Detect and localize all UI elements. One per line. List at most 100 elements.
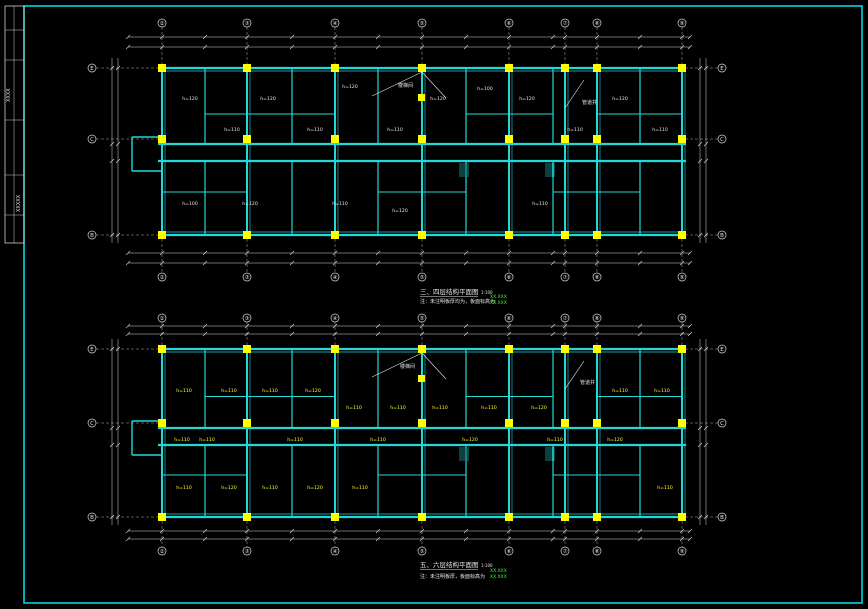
axis-label: ③ bbox=[245, 21, 250, 27]
axis-label: E bbox=[720, 347, 724, 353]
dimension-tick bbox=[419, 250, 425, 256]
column bbox=[561, 345, 569, 353]
axis-label: E bbox=[720, 66, 724, 72]
axis-bubble bbox=[677, 546, 687, 556]
axis-label: B bbox=[90, 515, 94, 521]
column bbox=[593, 513, 601, 521]
dimension-tick bbox=[637, 250, 643, 256]
column bbox=[418, 345, 426, 353]
dimension-tick bbox=[463, 34, 469, 40]
axis-label: C bbox=[720, 421, 724, 427]
column bbox=[418, 375, 425, 382]
dimension-tick bbox=[202, 528, 208, 534]
dimension-tick bbox=[687, 250, 693, 256]
axis-bubble bbox=[592, 313, 602, 323]
axis-label: ④ bbox=[333, 21, 338, 27]
dimension-tick bbox=[125, 250, 131, 256]
dimension-tick bbox=[550, 323, 556, 329]
dimension-tick bbox=[594, 323, 600, 329]
dimension-tick bbox=[375, 44, 381, 50]
stair-and-shaft-bottom: 楼梯间 管道井 bbox=[371, 352, 595, 461]
column bbox=[561, 513, 569, 521]
axis-bubble bbox=[242, 546, 252, 556]
axis-label: B bbox=[90, 233, 94, 239]
slab-thickness-label: h=120 bbox=[430, 96, 446, 102]
column bbox=[158, 345, 166, 353]
column bbox=[158, 64, 166, 72]
column bbox=[505, 345, 513, 353]
axis-label: ⑦ bbox=[563, 274, 568, 281]
axis-bubble bbox=[157, 272, 167, 282]
dimension-tick bbox=[697, 141, 703, 147]
slab-thickness-label: h=120 bbox=[612, 96, 628, 102]
slab-thickness-label: h=120 bbox=[242, 201, 258, 207]
axis-bubble bbox=[504, 313, 514, 323]
axis-bubble bbox=[87, 63, 97, 73]
column bbox=[243, 231, 251, 239]
column bbox=[593, 419, 601, 427]
dimension-tick bbox=[463, 528, 469, 534]
shaft-diagonal bbox=[564, 79, 585, 109]
axis-label: ⑦ bbox=[563, 20, 568, 27]
axis-label: ③ bbox=[245, 275, 250, 281]
axis-label: ⑦ bbox=[563, 315, 568, 322]
slab-thickness-label: h=110 bbox=[481, 405, 497, 411]
dimension-tick bbox=[562, 250, 568, 256]
plan-caption-bottom: 五、六层结构平面图 1:100 注：未注明板厚，板面标高为 XX.XXX XX.… bbox=[420, 560, 507, 580]
axis-bubble bbox=[87, 512, 97, 522]
slab-thickness-label: h=110 bbox=[432, 405, 448, 411]
axis-bubble bbox=[157, 313, 167, 323]
plan-caption-top: 三、四层结构平面图 1:100 注：未注明板厚均为，板面标高为 XX.XXX X… bbox=[420, 287, 507, 306]
dimension-tick bbox=[109, 141, 115, 147]
column bbox=[561, 231, 569, 239]
column bbox=[678, 419, 686, 427]
dimension-tick bbox=[463, 536, 469, 542]
axis-bubble bbox=[330, 313, 340, 323]
dimension-tick bbox=[697, 158, 703, 164]
column bbox=[593, 64, 601, 72]
column bbox=[505, 419, 513, 427]
axis-label: ⑧ bbox=[595, 316, 600, 322]
dimension-tick bbox=[687, 331, 693, 337]
slab-thickness-label: h=110 bbox=[390, 405, 406, 411]
column bbox=[418, 135, 426, 143]
column bbox=[561, 64, 569, 72]
dimension-tick bbox=[697, 425, 703, 431]
axis-bubble bbox=[242, 18, 252, 28]
dimension-tick bbox=[550, 536, 556, 542]
axis-label: ⑧ bbox=[595, 21, 600, 27]
slab-thickness-label: h=120 bbox=[342, 84, 358, 90]
slab-thickness-label: h=110 bbox=[352, 485, 368, 491]
axis-label: ② bbox=[160, 274, 165, 281]
axis-bubble bbox=[87, 418, 97, 428]
slab-thickness-label: h=120 bbox=[305, 388, 321, 394]
axis-label: ⑦ bbox=[563, 548, 568, 555]
column bbox=[331, 64, 339, 72]
axis-bubble bbox=[677, 313, 687, 323]
axis-bubble bbox=[417, 18, 427, 28]
axis-label: ⑤ bbox=[420, 275, 425, 281]
dimension-tick bbox=[463, 331, 469, 337]
axis-bubble bbox=[677, 272, 687, 282]
dimension-tick bbox=[679, 250, 685, 256]
axis-bubble bbox=[560, 272, 570, 282]
axis-label: ④ bbox=[333, 316, 338, 322]
dimension-tick bbox=[109, 442, 115, 448]
axis-label: E bbox=[90, 347, 94, 353]
stair-and-shaft-top: 楼梯间 管道井 bbox=[371, 71, 597, 177]
columns-bottom bbox=[158, 345, 686, 521]
column bbox=[678, 64, 686, 72]
dimension-tick bbox=[562, 260, 568, 266]
dimension-tick bbox=[125, 323, 131, 329]
column bbox=[505, 513, 513, 521]
dimension-tick bbox=[332, 250, 338, 256]
axis-bubble bbox=[592, 272, 602, 282]
column bbox=[243, 345, 251, 353]
dimension-tick bbox=[637, 260, 643, 266]
slab-thickness-label: h=110 bbox=[547, 437, 563, 443]
sheet-border bbox=[23, 5, 863, 604]
dimension-tick bbox=[687, 323, 693, 329]
dimension-tick bbox=[637, 34, 643, 40]
dimension-tick bbox=[289, 528, 295, 534]
